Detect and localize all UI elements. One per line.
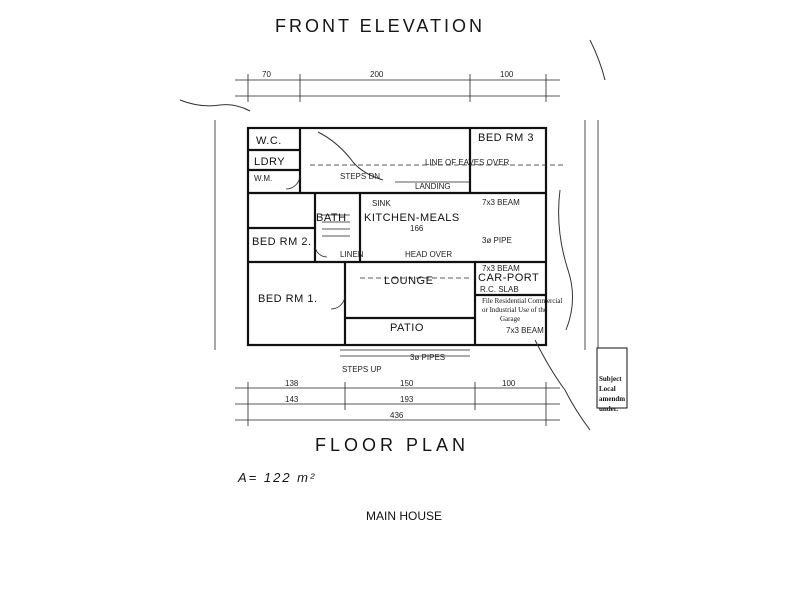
floor-plan-title: FLOOR PLAN: [315, 435, 470, 455]
note-pipes: 3ø PIPES: [410, 353, 446, 362]
dim-c1: 143: [285, 395, 299, 404]
room-bath: BATH: [316, 212, 347, 224]
stamp-s4: under.: [599, 405, 619, 413]
stamp-line-2: or Industrial Use of the: [482, 306, 547, 314]
note-steps-up: STEPS UP: [342, 365, 382, 374]
note-landing: LANDING: [415, 182, 451, 191]
area-note: A= 122 m²: [238, 470, 317, 485]
room-carport: CAR-PORT: [478, 272, 540, 284]
room-bed1: BED RM 1.: [258, 293, 318, 305]
room-bed2: BED RM 2.: [252, 236, 312, 248]
stamp-line-3: Garage: [500, 315, 521, 323]
stamp-s1: Subject: [599, 375, 622, 383]
room-kitchen-meals: KITCHEN-MEALS: [364, 212, 460, 224]
note-beam-2: 7x3 BEAM: [482, 264, 520, 273]
stamp-line-1: File Residential Commercial: [482, 297, 563, 305]
dim-b2: 150: [400, 379, 414, 388]
note-steps-dn: STEPS DN: [340, 172, 381, 181]
dim-top-mid: 200: [370, 70, 384, 79]
room-bed3: BED RM 3: [478, 132, 534, 144]
note-line-eaves: LINE OF EAVES OVER: [425, 158, 510, 167]
dim-c2: 193: [400, 395, 414, 404]
dim-b3: 100: [502, 379, 516, 388]
room-patio: PATIO: [390, 322, 424, 334]
room-lounge: LOUNGE: [384, 275, 434, 287]
room-laundry: LDRY: [254, 156, 286, 168]
dim-k1: 166: [410, 224, 424, 233]
note-beam-1: 7x3 BEAM: [482, 198, 520, 207]
note-rc-slab: R.C. SLAB: [480, 285, 519, 294]
note-linen: LINEN: [340, 250, 364, 259]
note-head-over: HEAD OVER: [405, 250, 453, 259]
note-beam-3: 7x3 BEAM: [506, 326, 544, 335]
dim-b1: 138: [285, 379, 299, 388]
note-wm: W.M.: [254, 174, 273, 183]
room-wc: W.C.: [256, 135, 282, 147]
front-elevation-title: FRONT ELEVATION: [275, 16, 486, 36]
dim-top-left: 70: [262, 70, 271, 79]
stamp-s3: amendm: [599, 395, 626, 403]
note-sink: SINK: [372, 199, 391, 208]
dim-top-right: 100: [500, 70, 514, 79]
stamp-s2: Local: [599, 385, 616, 393]
note-pipe-1: 3ø PIPE: [482, 236, 512, 245]
dim-total: 436: [390, 411, 404, 420]
caption-main-house: MAIN HOUSE: [366, 509, 443, 523]
